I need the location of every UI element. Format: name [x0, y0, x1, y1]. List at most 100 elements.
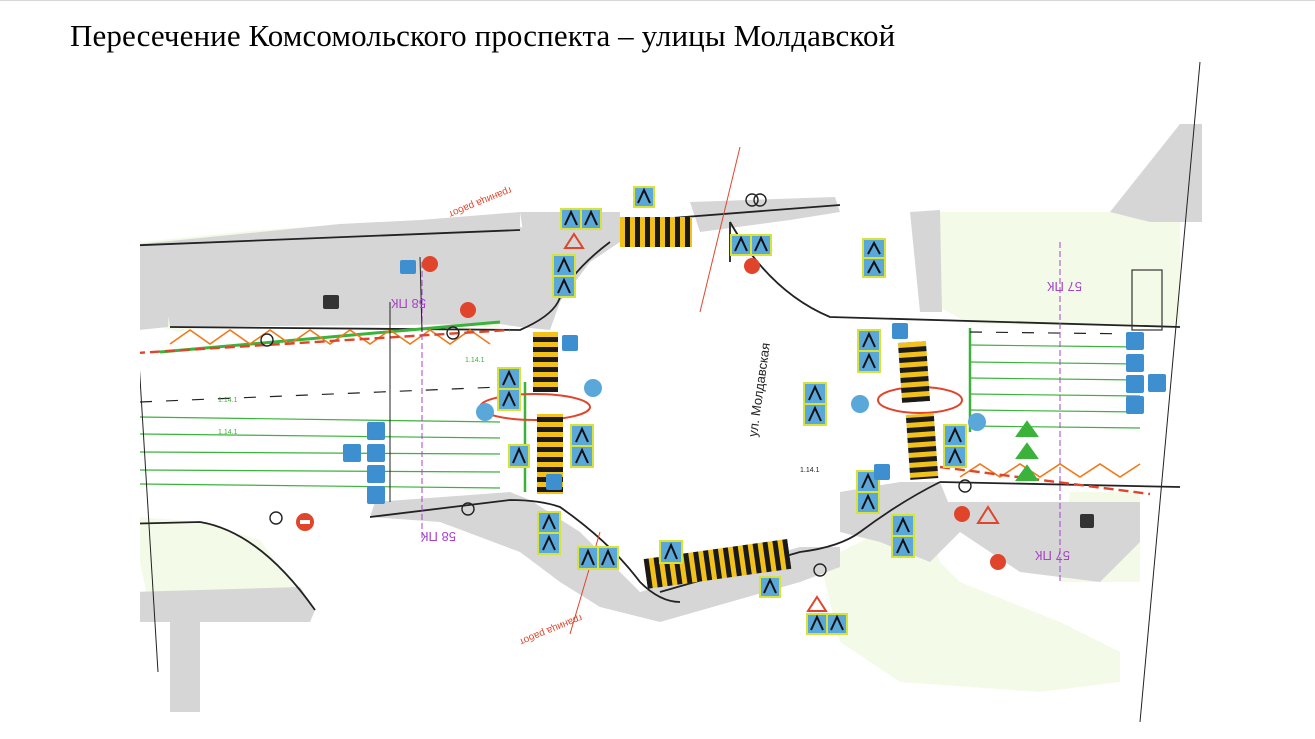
curb-sw — [369, 499, 681, 603]
round-signs — [296, 256, 1006, 570]
lane-line-e4 — [969, 393, 1141, 397]
pedestrian-crossing-sign-icon — [806, 613, 848, 635]
lane-marking-label-4: 1.14.1 — [800, 467, 820, 474]
red-boundary-se — [939, 465, 1151, 496]
sidewalk-ne-strip — [910, 210, 942, 312]
pedestrian-crossing-sign-icon — [857, 329, 881, 373]
traffic-light-icon — [745, 193, 759, 207]
chainage-lines — [421, 242, 1061, 582]
bus-stop-icon — [1080, 514, 1094, 528]
yield-sign-icon — [563, 232, 585, 249]
chainage-label-4: 57 ПК — [1035, 548, 1070, 563]
sidewalks — [140, 124, 1202, 712]
sidewalk-north — [690, 197, 840, 232]
direction-arrow-sign-icon — [892, 323, 908, 339]
sidewalk-block-nw — [160, 222, 550, 330]
traffic-light-icon — [813, 563, 827, 577]
pedestrian-crossing-sign-icon — [537, 511, 561, 555]
chainage-label-2: 58 ПК — [421, 529, 456, 544]
direction-arrow-sign-icon — [1126, 354, 1144, 372]
lane-line-e3 — [969, 377, 1141, 381]
direction-arrow-sign-icon — [400, 260, 416, 274]
pedestrian-crossing-sign-icon — [943, 424, 967, 468]
lane-line-e5 — [969, 409, 1141, 413]
yield-sign-icon — [976, 505, 1000, 524]
chainage-label-3: 57 ПК — [1047, 279, 1082, 294]
curb-se-right — [939, 481, 1181, 488]
lane-line-w5 — [140, 483, 501, 489]
lane-line-e1 — [969, 344, 1141, 348]
lane-marking-label-2: 1.14.1 — [218, 429, 238, 436]
chainage-label-1: 58 ПК — [391, 296, 426, 311]
pedestrian-crossing-sign-icon — [497, 367, 521, 411]
no-entry-sign-icon — [954, 506, 970, 522]
keep-right-sign-icon — [968, 413, 986, 431]
traffic-light-icon — [461, 502, 475, 516]
traffic-light-icon — [260, 333, 274, 347]
pedestrian-crossing-sign-icon — [570, 424, 594, 468]
sidewalk-sw-edge — [170, 622, 200, 712]
curb-sw-far — [140, 521, 316, 611]
boundary-markings — [140, 146, 1151, 635]
traffic-light-icon — [446, 326, 460, 340]
pedestrian-crossing-sign-icon — [552, 254, 576, 298]
curb-nw — [169, 241, 611, 331]
work-limit-label-2: граница работ — [517, 612, 584, 648]
sidewalk-sw — [140, 587, 315, 622]
lane-markings — [140, 320, 1141, 492]
center-dashes — [140, 331, 1141, 403]
no-entry-sign-icon — [422, 256, 438, 272]
slide-title: Пересечение Комсомольского проспекта – у… — [70, 18, 896, 53]
intersection-plan-svg: ул. Молдавская 58 ПК 58 ПК 57 ПК 57 ПК г… — [140, 62, 1202, 722]
pedestrian-crossing-sign-icon — [759, 576, 781, 598]
yield-sign-icon — [1015, 420, 1039, 437]
pedestrian-crossing-sign-icon — [730, 234, 772, 256]
pedestrian-signs — [497, 186, 967, 635]
yield-signs — [563, 232, 1039, 612]
direction-arrow-sign-icon — [367, 486, 385, 504]
survey-lines — [140, 62, 1201, 722]
intersection-plan: ул. Молдавская 58 ПК 58 ПК 57 ПК 57 ПК г… — [140, 62, 1202, 722]
traffic-lights — [260, 193, 972, 577]
bus-stop-icon — [323, 295, 339, 309]
curb-nw-top — [140, 229, 521, 247]
greenery-sw — [140, 517, 310, 610]
direction-arrow-sign-icon — [1126, 332, 1144, 350]
direction-arrow-sign-icon — [1126, 375, 1144, 393]
traffic-light-icon — [269, 511, 283, 525]
direction-arrow-sign-icon — [546, 474, 562, 490]
no-entry-sign-icon — [990, 554, 1006, 570]
keep-right-sign-icon — [851, 395, 869, 413]
top-rule — [0, 0, 1315, 1]
yield-sign-icon — [1015, 442, 1039, 459]
orange-zigzag-se — [959, 463, 1141, 478]
pedestrian-crossing-sign-icon — [633, 186, 655, 208]
pedestrian-crossing-sign-icon — [856, 470, 880, 514]
traffic-light-icon — [958, 479, 972, 493]
pedestrian-crossing-sign-icon — [560, 208, 602, 230]
direction-arrow-sign-icon — [367, 444, 385, 462]
pedestrian-crossing-sign-icon — [803, 382, 827, 426]
keep-right-sign-icon — [476, 403, 494, 421]
no-pedestrian-sign-icon — [804, 384, 828, 428]
direction-signs — [343, 260, 1166, 504]
crosswalk-west-upper — [533, 332, 558, 392]
bus-stops — [323, 269, 1163, 528]
direction-arrow-sign-icon — [367, 422, 385, 440]
lane-line-w1 — [140, 416, 501, 423]
info-board-icon — [1131, 269, 1163, 331]
lane-line-e6 — [969, 425, 1141, 429]
pedestrian-crossing-sign-icon — [577, 546, 619, 570]
center-dash-w — [140, 386, 501, 403]
street-label: ул. Молдавская — [745, 342, 773, 438]
direction-arrow-sign-icon — [343, 444, 361, 462]
yield-sign-icon — [1015, 464, 1039, 481]
pedestrian-crossing-sign-icon — [508, 444, 530, 468]
crosswalk-south — [643, 538, 792, 589]
greenery-ne — [910, 212, 1180, 327]
sidewalk-sw-block — [370, 492, 680, 622]
crosswalk-east-lower — [905, 413, 939, 480]
curb-se — [659, 481, 941, 593]
red-boundary-nw — [140, 328, 511, 354]
no-entry-sign-icon — [460, 302, 476, 318]
